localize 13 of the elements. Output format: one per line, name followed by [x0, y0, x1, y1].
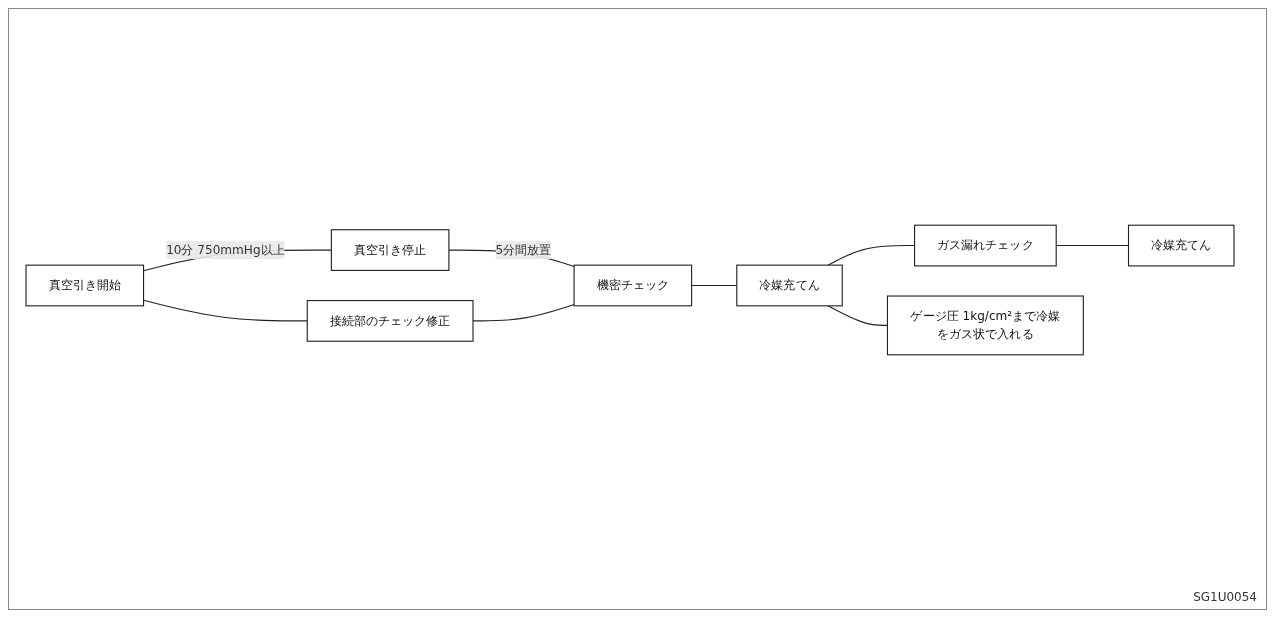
edge-label: 10分 750mmHg以上: [166, 242, 285, 257]
node-box: 冷媒充てん: [736, 264, 843, 307]
connector: [472, 303, 575, 322]
node-box: 真空引き開始: [25, 264, 145, 307]
node-box: ガス漏れチェック: [914, 224, 1057, 267]
connector: [827, 305, 888, 326]
node-box: 冷媒充てん: [1127, 224, 1235, 267]
node-box: 接続部のチェック修正: [306, 300, 474, 342]
figure-code: SG1U0054: [1193, 590, 1257, 604]
edge-label: 5分間放置: [495, 242, 552, 257]
node-box: 真空引き停止: [330, 229, 450, 271]
node-box: ゲージ圧 1kg/cm²まで冷媒をガス状で入れる: [886, 295, 1084, 356]
node-box: 機密チェック: [573, 264, 693, 307]
